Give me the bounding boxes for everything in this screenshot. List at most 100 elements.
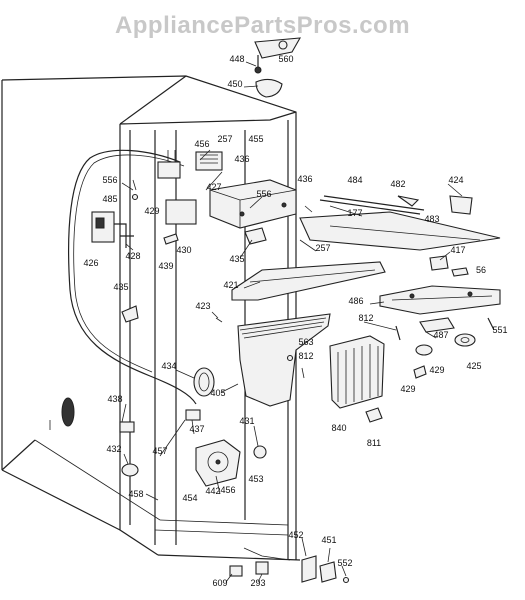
callout-439: 439 <box>158 261 173 271</box>
callout-563: 563 <box>298 337 313 347</box>
callout-426: 426 <box>83 258 98 268</box>
evaporator-cover <box>231 261 386 301</box>
callout-811: 811 <box>367 438 381 448</box>
screw-551 <box>487 317 495 331</box>
callout-432: 432 <box>106 444 121 454</box>
rear-vent <box>61 397 75 427</box>
callout-405: 405 <box>210 388 225 398</box>
callout-486: 486 <box>348 296 363 306</box>
callout-430: 430 <box>176 245 191 255</box>
callout-427: 427 <box>206 182 221 192</box>
screw-812 <box>301 367 305 379</box>
callout-484: 484 <box>347 175 362 185</box>
damper-control-top <box>254 37 301 98</box>
callout-485: 485 <box>102 194 117 204</box>
clip-439 <box>163 233 179 245</box>
callout-551: 551 <box>492 325 507 335</box>
callout-840: 840 <box>331 423 346 433</box>
thermostat-bracket <box>157 150 223 179</box>
callout-428: 428 <box>125 251 140 261</box>
clip-429b <box>413 365 427 379</box>
callout-556: 556 <box>256 189 271 199</box>
leader-lines <box>121 61 463 583</box>
screw-552 <box>342 576 350 584</box>
control-housing <box>209 179 297 229</box>
callout-429: 429 <box>400 384 415 394</box>
callout-423: 423 <box>195 301 210 311</box>
screw-563 <box>286 354 294 362</box>
callout-421: 421 <box>223 280 238 290</box>
fan-mount-486 <box>379 285 501 315</box>
callout-429: 429 <box>429 365 444 375</box>
callout-442: 442 <box>205 486 220 496</box>
callout-448: 448 <box>229 54 244 64</box>
callout-451: 451 <box>321 535 336 545</box>
callout-435: 435 <box>113 282 128 292</box>
cabinet-outline <box>1 75 301 561</box>
bracket-417 <box>429 255 449 271</box>
callout-552: 552 <box>337 558 352 568</box>
callout-257: 257 <box>315 243 330 253</box>
lamp-432 <box>121 463 139 477</box>
callout-812: 812 <box>298 351 313 361</box>
shield-435 <box>121 305 139 323</box>
damper-motor-442 <box>195 439 241 487</box>
socket-431 <box>253 445 267 459</box>
callout-483: 483 <box>424 214 439 224</box>
callout-431: 431 <box>239 416 254 426</box>
callout-450: 450 <box>227 79 242 89</box>
bracket-452 <box>301 555 317 583</box>
relay-leads <box>114 223 134 248</box>
light-switch-housing <box>165 199 197 225</box>
switch-437 <box>185 409 201 421</box>
upper-rail-assembly <box>299 195 501 251</box>
callout-177: 177 <box>347 208 362 218</box>
screw-485 <box>131 193 139 201</box>
plate-487 <box>419 317 455 333</box>
callout-434: 434 <box>161 361 176 371</box>
callout-453: 453 <box>248 474 263 484</box>
bracket-451 <box>319 561 337 583</box>
watermark: AppliancePartsPros.com <box>114 12 411 39</box>
callout-425: 425 <box>466 361 481 371</box>
callout-456: 456 <box>194 139 209 149</box>
callout-455: 455 <box>248 134 263 144</box>
callout-293: 293 <box>250 578 265 588</box>
callout-452: 452 <box>288 530 303 540</box>
callout-457: 457 <box>152 446 167 456</box>
defrost-heater-840 <box>329 325 401 423</box>
callout-454: 454 <box>182 493 197 503</box>
switch-438 <box>119 421 135 433</box>
callout-417: 417 <box>450 245 465 255</box>
terminal-811 <box>365 407 383 423</box>
fan-blade-425 <box>454 333 476 347</box>
callout-556: 556 <box>102 175 117 185</box>
lamp-shield-434 <box>193 367 215 397</box>
callout-458: 458 <box>128 489 143 499</box>
callout-429: 429 <box>144 206 159 216</box>
callout-560: 560 <box>278 54 293 64</box>
callout-609: 609 <box>212 578 227 588</box>
callout-437: 437 <box>189 424 204 434</box>
callout-435: 435 <box>229 254 244 264</box>
callout-436: 436 <box>234 154 249 164</box>
clip-609 <box>229 565 243 577</box>
callout-812: 812 <box>358 313 373 323</box>
evaporator-panel-405 <box>237 313 331 407</box>
callout-424: 424 <box>448 175 463 185</box>
callout-436: 436 <box>297 174 312 184</box>
callout-56: 56 <box>476 265 486 275</box>
wire-harness <box>68 149 197 405</box>
light-socket <box>244 227 267 245</box>
screw-423 <box>215 317 223 323</box>
callout-257: 257 <box>217 134 232 144</box>
clip-56 <box>451 267 469 277</box>
callout-labels: 448 560 450 456 257 455 436 427 556 485 556 429 426 4… <box>83 54 507 588</box>
callout-438: 438 <box>107 394 122 404</box>
clip-293 <box>255 561 269 575</box>
washer-429 <box>415 344 433 356</box>
callout-487: 487 <box>433 330 448 340</box>
callout-482: 482 <box>390 179 405 189</box>
